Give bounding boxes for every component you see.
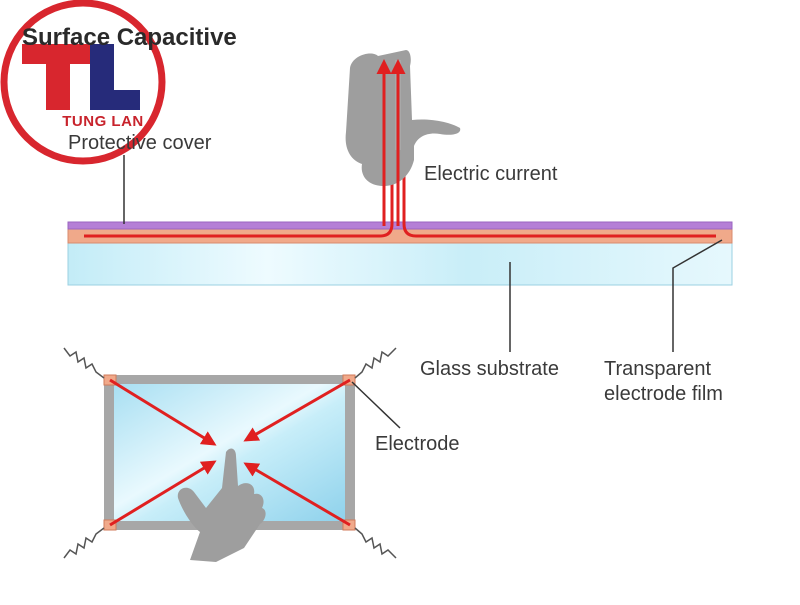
- electrode-current-arrow: [109, 378, 217, 446]
- finger-pointing-icon: [177, 448, 266, 562]
- label-electrode: Electrode: [375, 433, 460, 455]
- spring-resistor-icon: [63, 527, 105, 559]
- film-current-line: [84, 60, 716, 238]
- spring-resistor-icon: [354, 527, 397, 559]
- label-transparent-film-line1: Transparent: [604, 358, 712, 380]
- leader-electrode-film: [672, 239, 723, 352]
- label-transparent-film-line2: electrode film: [604, 383, 723, 405]
- tung-lan-logo: [0, 0, 166, 165]
- spring-resistor-icon: [354, 347, 397, 379]
- label-glass-substrate: Glass substrate: [420, 358, 559, 380]
- electrode-current-arrow: [243, 378, 351, 442]
- electrode-current-arrow: [109, 460, 217, 527]
- spring-resistor-icon: [63, 347, 105, 379]
- label-protective-cover: Protective cover: [68, 132, 212, 154]
- glass-substrate-layer: [67, 242, 733, 286]
- label-electric-current: Electric current: [424, 163, 558, 185]
- diagram-title: Surface Capacitive: [22, 24, 237, 51]
- leader-electrode: [351, 381, 401, 429]
- electrode-current-arrow: [243, 462, 351, 527]
- logo-text: TUNG LAN: [62, 113, 144, 130]
- protective-cover-layer: [67, 221, 733, 230]
